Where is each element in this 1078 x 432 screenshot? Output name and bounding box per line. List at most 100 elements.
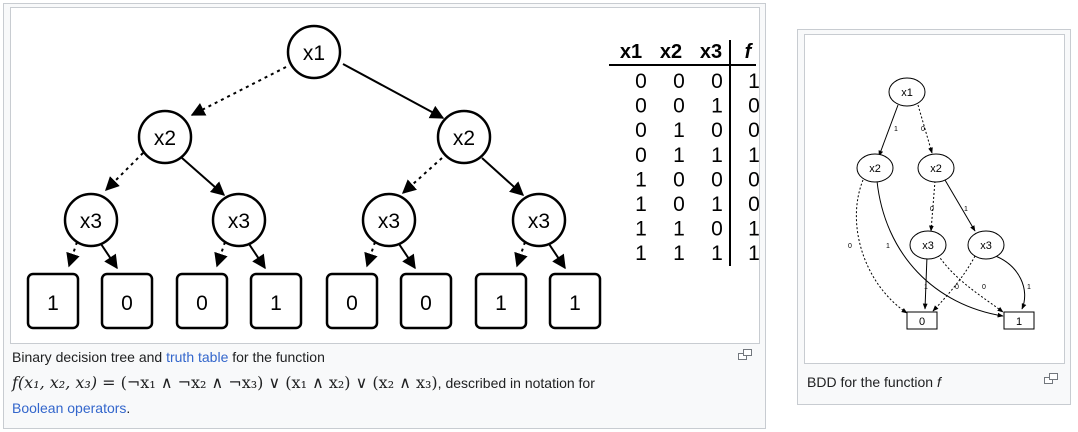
- decision-tree-caption: Binary decision tree and truth table for…: [12, 345, 737, 421]
- truth-table-cell: 0: [673, 70, 685, 93]
- bdd-node-label: x1: [901, 87, 913, 99]
- leaf-4: 1: [249, 272, 303, 330]
- truth-table-cell: 0: [635, 70, 647, 93]
- truth-table-link[interactable]: truth table: [166, 349, 229, 365]
- bdd-edge: [944, 179, 976, 232]
- magnify-clip-icon[interactable]: [1044, 373, 1058, 384]
- bdd-edge-label: 0: [930, 206, 934, 213]
- bdd-terminal-1: 1: [1003, 311, 1035, 330]
- truth-table-cell: 1: [748, 70, 759, 93]
- truth-table-cell: 1: [635, 168, 647, 191]
- decision-tree-image[interactable]: x1 x2 x2 x3 x3 x3: [10, 7, 760, 344]
- bdd-edge: [876, 180, 1004, 318]
- node-x3-2: x3: [211, 192, 267, 248]
- leaf-label: 0: [121, 292, 133, 315]
- caption-text: Binary decision tree and: [12, 349, 167, 365]
- figure-bdd: 1 0 0 1 0 1 1 0 0 1 x1 x2 x2: [797, 29, 1071, 405]
- bdd-caption: BDD for the function f: [807, 370, 1027, 395]
- leaf-label: 1: [495, 292, 507, 315]
- node-label: x3: [528, 210, 550, 233]
- edge-x3c-low: [364, 241, 378, 268]
- bdd-edge: [922, 255, 928, 310]
- boolean-operators-link[interactable]: Boolean operators: [12, 400, 127, 416]
- node-x3-3: x3: [361, 192, 417, 248]
- magnify-clip-icon[interactable]: [738, 349, 752, 360]
- bdd-node-x2-right: x2: [917, 153, 955, 183]
- bdd-edge-label: 1: [924, 284, 928, 291]
- edge-x1-high: [342, 63, 445, 119]
- edge-x2b-low: [401, 157, 443, 194]
- edge-x3a-high: [100, 243, 118, 270]
- leaf-label: 0: [196, 292, 208, 315]
- truth-table-cell: 0: [673, 168, 685, 191]
- decision-tree-diagram: x1 x2 x2 x3 x3 x3: [26, 24, 760, 330]
- truth-table-cell: 0: [711, 119, 723, 142]
- truth-table-cell: 0: [673, 193, 685, 216]
- node-label: x2: [154, 127, 176, 150]
- formula-rhs: = (¬x₁ ∧ ¬x₂ ∧ ¬x₃) ∨ (x₁ ∧ x₂) ∨ (x₂ ∧ …: [97, 373, 438, 392]
- bdd-edge: [992, 254, 1027, 310]
- leaf-label: 1: [569, 292, 581, 315]
- bdd-node-label: x3: [922, 240, 934, 252]
- node-x1: x1: [286, 24, 342, 80]
- bdd-node-label: x2: [869, 163, 881, 175]
- leaf-5: 0: [325, 272, 379, 330]
- truth-table-header: x2: [660, 41, 682, 63]
- truth-table-cell: 0: [748, 95, 759, 118]
- truth-table-cell: 1: [748, 218, 759, 241]
- node-x2-right: x2: [436, 109, 492, 165]
- truth-table-cell: 1: [673, 242, 685, 265]
- truth-table-cell: 0: [711, 218, 723, 241]
- bdd-node-label: x2: [930, 163, 942, 175]
- edge-x2a-high: [181, 157, 226, 196]
- edge-x3a-low: [66, 241, 80, 268]
- bdd-edge: [937, 254, 1004, 313]
- node-x2-left: x2: [137, 109, 193, 165]
- node-label: x1: [303, 42, 325, 65]
- leaf-label: 0: [420, 292, 432, 315]
- leaf-2: 0: [100, 272, 154, 330]
- bdd-node-x1: x1: [888, 77, 926, 107]
- truth-table-cell: 0: [673, 95, 685, 118]
- edge-x3d-low: [514, 241, 528, 268]
- bdd-edge-label: 1: [964, 206, 968, 213]
- truth-table-cell: 0: [711, 70, 723, 93]
- bdd-edge: [929, 180, 936, 232]
- truth-table-cell: 1: [635, 242, 647, 265]
- truth-table-cell: 1: [673, 144, 685, 167]
- caption-text: for the function: [228, 349, 325, 365]
- edge-x1-low: [190, 66, 287, 116]
- leaf-label: 1: [270, 292, 282, 315]
- truth-table-cell: 1: [711, 242, 723, 265]
- bdd-edge-label: 0: [955, 284, 959, 291]
- edge-x3d-high: [548, 243, 566, 270]
- node-x3-4: x3: [511, 192, 567, 248]
- bdd-image[interactable]: 1 0 0 1 0 1 1 0 0 1 x1 x2 x2: [804, 34, 1065, 364]
- truth-table-cell: 0: [748, 119, 759, 142]
- bdd-edge: [855, 179, 908, 314]
- caption-variable: f: [936, 374, 941, 390]
- bdd-edge-label: 1: [894, 126, 898, 133]
- bdd-edge: [932, 255, 976, 312]
- edge-x3b-high: [248, 243, 266, 270]
- truth-table-cell: 0: [748, 168, 759, 191]
- node-label: x3: [378, 210, 400, 233]
- truth-table-cell: 1: [711, 193, 723, 216]
- bdd-edge-label: 0: [921, 126, 925, 133]
- truth-table-cell: 0: [711, 168, 723, 191]
- bdd-diagram: 1 0 0 1 0 1 1 0 0 1 x1 x2 x2: [848, 77, 1035, 330]
- leaf-8: 1: [548, 272, 602, 330]
- bdd-edge-label: 1: [886, 243, 890, 250]
- caption-text: BDD for the function: [807, 374, 937, 390]
- truth-table-header: x3: [700, 41, 722, 63]
- bdd-node-x3-left: x3: [909, 230, 947, 260]
- formula-lhs: f(x₁, x₂, x₃): [12, 373, 98, 392]
- bdd-node-label: x3: [980, 240, 992, 252]
- truth-table-cell: 1: [711, 95, 723, 118]
- bdd-edge-label: 0: [982, 284, 986, 291]
- edge-x3c-high: [398, 243, 416, 270]
- bdd-terminal-0: 0: [906, 311, 938, 330]
- leaf-7: 1: [474, 272, 528, 330]
- bdd-edge-label: 1: [1027, 284, 1031, 291]
